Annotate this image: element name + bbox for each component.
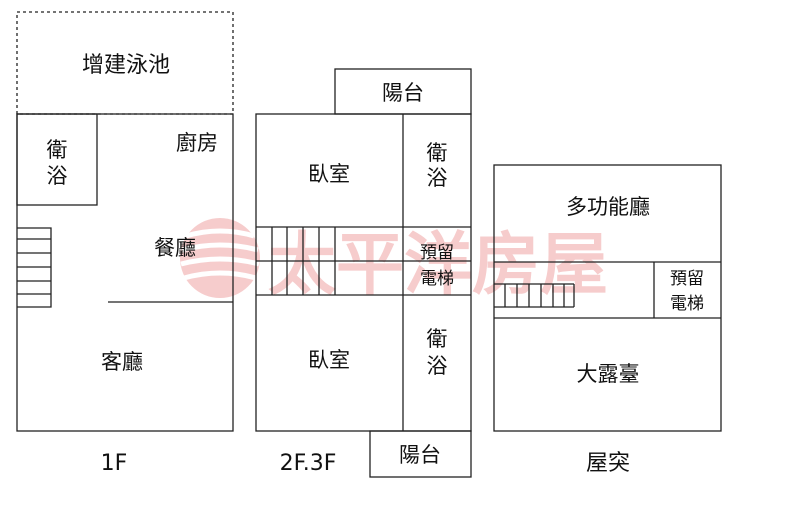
watermark-text: 太平洋房屋 [268,225,608,305]
multi-room-label: 多功能廳 [566,195,650,219]
bedroom-upper-label: 臥室 [308,162,350,186]
bath-1f [16,113,98,206]
stairs-1f [17,227,52,308]
floor-2f3f [255,68,472,478]
floor-2f3f-title: 2F.3F [280,451,337,476]
pool-label: 增建泳池 [82,53,170,78]
bath-1f-label-line2: 浴 [47,164,68,188]
watermark-logo-icon [180,218,260,298]
kitchen-label: 廚房 [176,131,218,155]
terrace-label: 大露臺 [577,362,640,386]
stairs-roof [494,283,575,308]
floor-roof-title: 屋突 [586,451,630,476]
bath-lower-label-line2: 浴 [427,354,448,378]
stairs-2f3f [256,227,403,295]
floor-2f3f-outline [255,113,472,432]
floor-roof [493,164,722,432]
elevator-2f-label-line2: 電梯 [420,269,454,289]
balcony-top-label: 陽台 [382,81,424,105]
elevator-roof-label-line1: 預留 [670,269,704,289]
bath-upper-label-line1: 衛 [427,141,448,165]
dining-label: 餐廳 [154,236,196,260]
floor-roof-labels: 多功能廳 預留 電梯 大露臺 屋突 [566,195,704,476]
watermark: 太平洋房屋 [180,218,608,305]
floor-1f [16,11,234,432]
floor-2f3f-labels: 陽台 臥室 衛 浴 預留 電梯 臥室 衛 浴 陽台 2F.3F [280,81,454,476]
balcony-bottom [369,430,472,478]
floor-1f-outline [16,113,234,432]
floor-1f-labels: 增建泳池 衛 浴 廚房 餐廳 客廳 1F [47,53,219,476]
bedroom-lower-label: 臥室 [308,348,350,372]
bath-upper-label-line2: 浴 [427,166,448,190]
balcony-bottom-label: 陽台 [399,443,441,467]
bath-1f-label-line1: 衛 [47,138,68,162]
floor-roof-outline [493,164,722,432]
bath-lower-label-line1: 衛 [427,327,448,351]
living-label: 客廳 [101,350,143,374]
floor-1f-title: 1F [101,451,128,476]
elevator-roof-label-line2: 電梯 [670,294,704,314]
elevator-2f-label-line1: 預留 [420,243,454,263]
